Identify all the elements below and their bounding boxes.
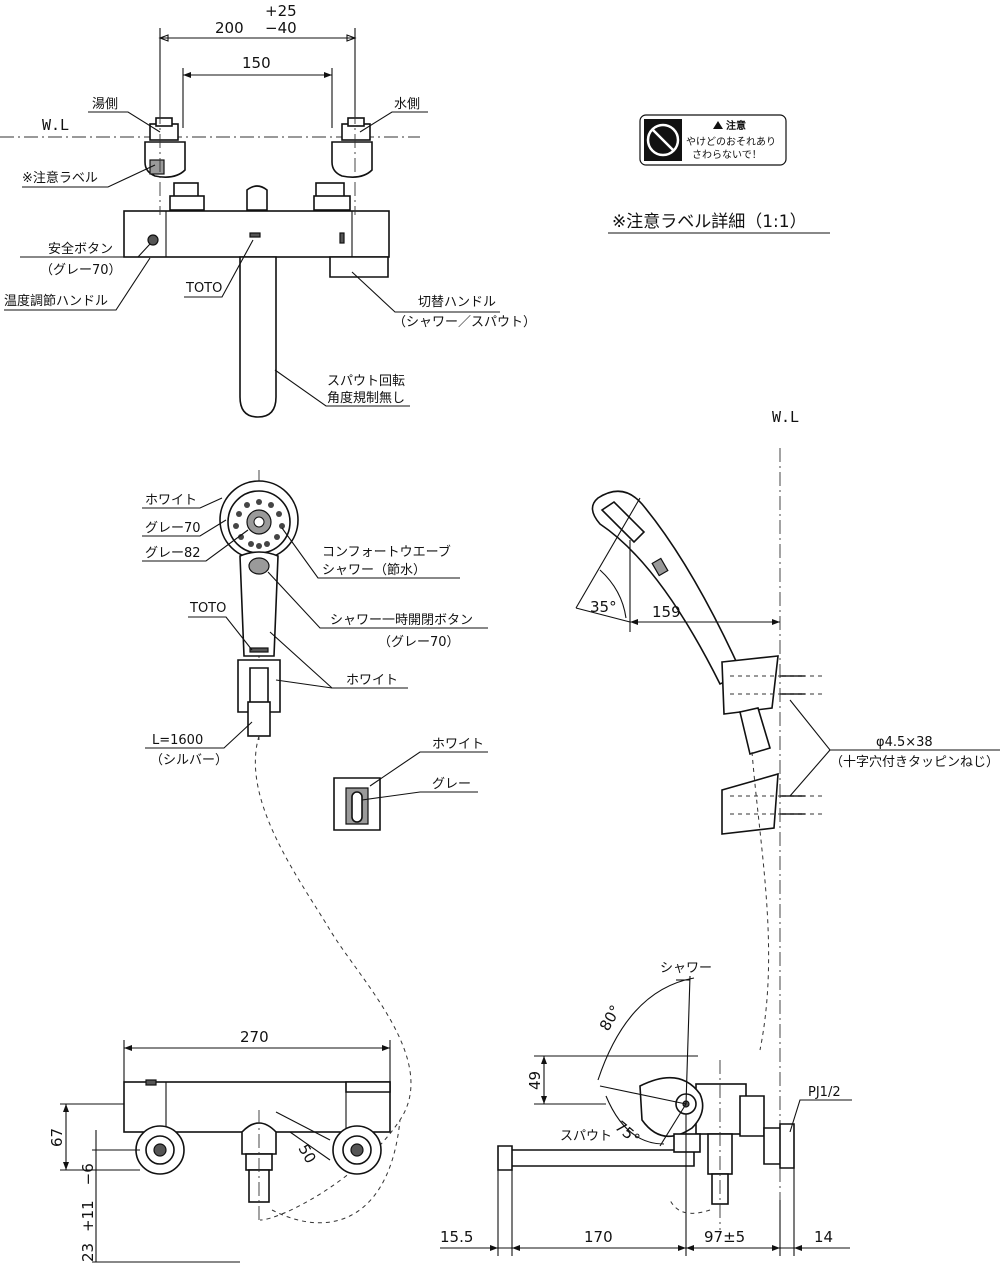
shower-stop-button-icon [248,557,270,575]
warning-triangle-icon [713,121,723,129]
label-screw-2: （十字穴付きタッピンねじ） [830,755,999,770]
dim-97: 97±5 [704,1228,745,1246]
shower-side-view: W.L 35° 159 φ4.5×38 （十字 [575,408,1000,1250]
dim-14: 14 [814,1228,833,1246]
wl-label-side: W.L [772,408,799,426]
holder-detail: ホワイト グレー [333,737,488,831]
tol-plus: +25 [265,2,297,20]
label-pj: PJ1/2 [808,1085,841,1100]
top-faucet-view: 200 +25 −40 150 W.L [0,2,536,418]
dim-49: 49 [526,1071,544,1090]
dim-23: 23 [79,1243,97,1262]
label-holder-white: ホワイト [432,737,484,752]
label-brand-shower: TOTO [189,601,226,616]
label-button-2: （グレー70） [378,635,460,650]
label-holder-grey: グレー [432,777,471,792]
label-comfort-1: コンフォートウエーブ [322,544,451,560]
wl-label-top: W.L [42,116,69,134]
bottom-side-view: 80° 75° シャワー スパウト 49 PJ1/2 15.5 170 97±5… [440,961,852,1256]
angle-35: 35° [590,598,617,616]
label-screw-1: φ4.5×38 [876,735,933,750]
dim-170: 170 [584,1228,613,1246]
label-spout-note-2: 角度規制無し [327,390,405,406]
label-brand-top: TOTO [185,281,222,296]
dim-159: 159 [652,603,681,621]
label-spout-note-1: スパウト回転 [327,374,405,389]
label-shower-mode: シャワー [660,961,712,976]
svg-text:さわらないで！: さわらないで！ [692,149,762,161]
angle-75: 75° [611,1117,643,1148]
label-switch-handle: 切替ハンドル [418,295,496,310]
label-caution: ※注意ラベル [22,170,98,186]
label-hose-color: （シルバー） [150,753,228,768]
caution-sticker: 注意 やけどのおそれあり さわらないで！ ※注意ラベル詳細（1:1） [608,114,830,234]
label-switch-sub: （シャワー／スパウト） [393,315,536,330]
angle-80: 80° [596,1002,625,1034]
dim-15-5: 15.5 [440,1228,473,1246]
label-button-1: シャワー一時開閉ボタン [330,613,473,628]
label-hose-length: L=1600 [152,733,203,748]
no-touch-icon [646,123,680,157]
dim-200: 200 [215,19,244,37]
dim-50: 50 [295,1141,320,1167]
caution-caption: ※注意ラベル詳細（1:1） [612,212,807,232]
dim-150: 150 [242,54,271,72]
shower-front-view: ホワイト グレー70 グレー82 コンフォートウエーブ シャワー（節水） TOT… [142,470,488,1221]
label-cold-side: 水側 [394,97,420,112]
tol-minus: −40 [265,19,297,37]
label-white-1: ホワイト [145,493,197,508]
label-white-2: ホワイト [346,673,398,688]
tol-11-6: +11 −6 [79,1163,97,1232]
label-hot-side: 湯側 [92,97,118,112]
label-temp-handle: 温度調節ハンドル [4,293,108,309]
label-spout-mode: スパウト [560,1129,612,1144]
label-comfort-2: シャワー（節水） [322,563,426,578]
label-safety-button: 安全ボタン [48,241,113,257]
label-safety-color: （グレー70） [40,263,122,278]
safety-button-icon [147,234,159,246]
svg-text:やけどのおそれあり: やけどのおそれあり [686,136,776,148]
bottom-front-view: 270 67 +11 −6 23 50 [48,1028,401,1263]
svg-text:注意: 注意 [726,119,746,132]
dim-67: 67 [48,1128,66,1147]
label-grey82: グレー82 [145,546,201,561]
label-grey70: グレー70 [145,521,201,536]
dim-270: 270 [240,1028,269,1046]
